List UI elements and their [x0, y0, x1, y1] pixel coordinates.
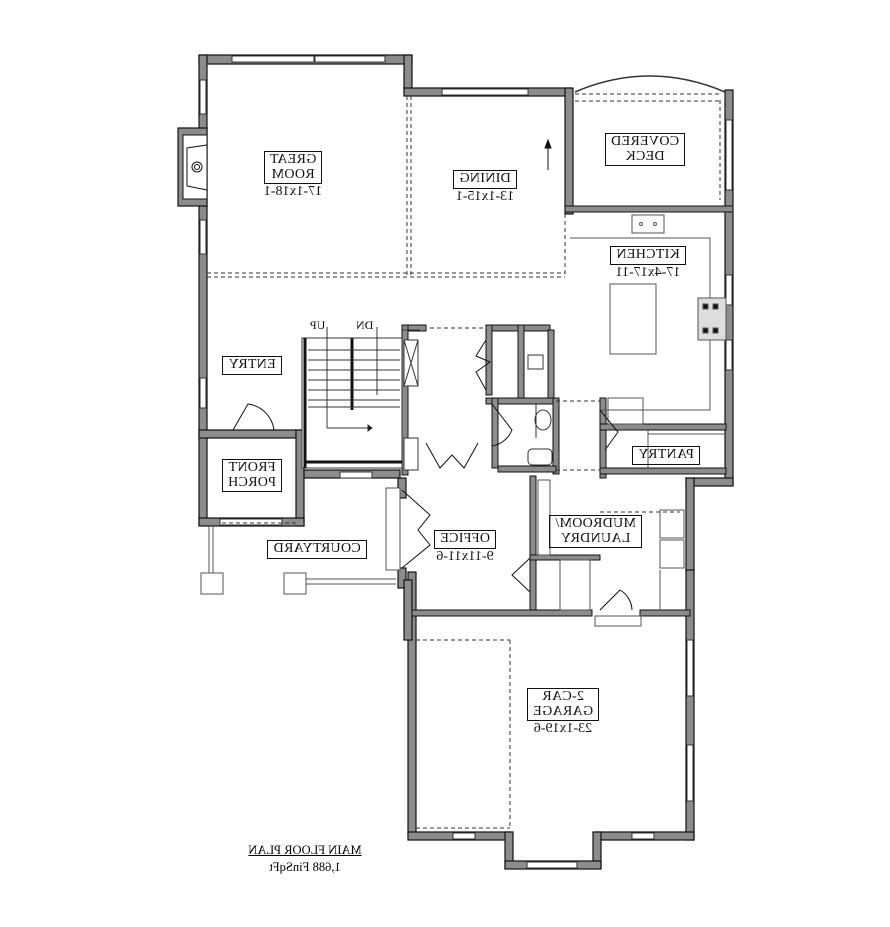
staircase [301, 327, 420, 471]
bathroom-fixtures [527, 354, 553, 466]
fireplace-icon [182, 134, 208, 200]
doors [232, 339, 642, 627]
stairs-up-label: UP [310, 318, 326, 332]
courtyard-posts [200, 526, 396, 595]
toilet-icon [527, 448, 553, 466]
dashed-lines [207, 93, 721, 829]
room-label-dining: DINING 13-1x15-1 [440, 170, 530, 204]
room-label-kitchen: KITCHEN 17-4x17-11 [598, 246, 698, 280]
kitchen-counters [570, 214, 727, 468]
dryer-icon [659, 539, 685, 569]
laundry-appliances [537, 479, 685, 611]
toilet-bowl-icon [534, 409, 552, 431]
plan-area: 1,688 FinSqFt [269, 860, 341, 874]
kitchen-island [609, 283, 657, 355]
windows [199, 55, 733, 869]
room-label-entry: ENTRY [222, 356, 282, 375]
room-label-office: OFFICE 9-11x11-6 [430, 530, 500, 564]
plan-title: MAIN FLOOR PLAN [248, 843, 362, 857]
deck-arc [574, 75, 726, 93]
washer-icon [659, 509, 685, 539]
sink-icon [631, 214, 665, 234]
cooktop-icon [697, 297, 727, 341]
bathroom-sink-icon [527, 354, 544, 370]
interior-walls [401, 205, 734, 617]
room-label-mudroom-laundry: MUDROOM/LAUNDRY [549, 515, 642, 549]
room-label-courtyard: COURTYARD [266, 540, 368, 559]
stairs-down-label: DN [356, 318, 374, 332]
room-label-pantry: PANTRY [628, 446, 704, 465]
plan-title-block: MAIN FLOOR PLAN 1,688 FinSqFt [225, 843, 385, 875]
